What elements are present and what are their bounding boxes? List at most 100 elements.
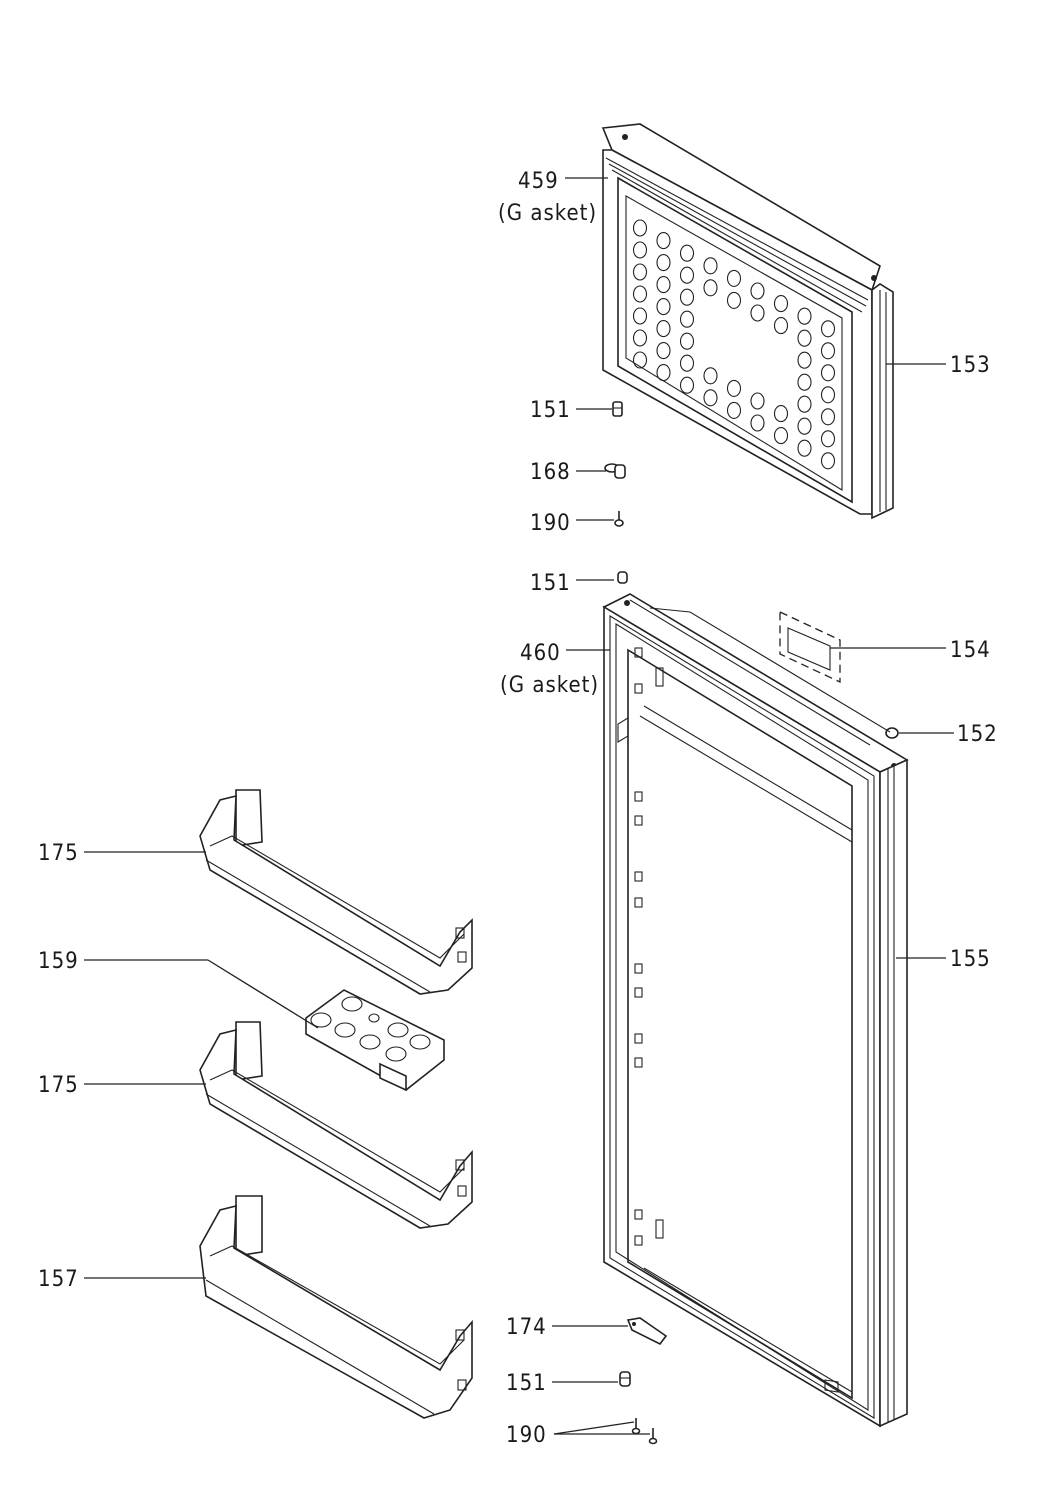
- dimple: [797, 329, 812, 347]
- dimple: [797, 417, 812, 435]
- door-slot: [634, 871, 643, 882]
- door-slot: [634, 1209, 643, 1220]
- label-190-bottom: 190: [506, 1423, 547, 1448]
- door-slot: [634, 963, 643, 974]
- dimple: [773, 427, 789, 445]
- door-slot: [634, 1033, 643, 1044]
- dimple: [632, 219, 648, 237]
- dimple: [632, 263, 648, 281]
- label-151-top: 151: [530, 398, 571, 423]
- freezer-door: [601, 123, 894, 520]
- egg-hole: [341, 996, 363, 1012]
- dimple: [679, 354, 695, 372]
- label-154: 154: [950, 638, 991, 663]
- dimple: [750, 392, 765, 410]
- egg-tray: [84, 959, 445, 1092]
- dimple: [632, 307, 648, 325]
- dimple: [679, 310, 695, 328]
- balcony-middle: [84, 1021, 473, 1229]
- bottle-shelf: [84, 1195, 473, 1419]
- dimple: [726, 269, 742, 287]
- dimple: [679, 332, 695, 350]
- dimple: [750, 282, 765, 300]
- dimple: [703, 367, 718, 385]
- egg-hole: [310, 1012, 332, 1028]
- dimple: [797, 351, 812, 369]
- screws-bottom: [553, 1418, 658, 1445]
- label-460: 460: [520, 641, 561, 666]
- hinge-pin: [576, 463, 626, 479]
- dimple: [679, 244, 695, 262]
- dimple: [656, 342, 671, 360]
- door-slot: [634, 791, 643, 802]
- dimple: [726, 401, 742, 419]
- freezer-door-dimples: [632, 219, 836, 470]
- label-157: 157: [38, 1267, 79, 1292]
- door-slot: [634, 1057, 643, 1068]
- dimple: [703, 279, 718, 297]
- bottom-bracket: [552, 1317, 668, 1346]
- dimple: [632, 285, 648, 303]
- dimple: [703, 389, 718, 407]
- door-slot: [634, 815, 643, 826]
- dimple: [656, 364, 671, 382]
- dimple: [820, 408, 836, 426]
- dimple: [797, 307, 812, 325]
- egg-hole: [368, 1013, 380, 1023]
- hinge-bushing-top: [576, 401, 623, 417]
- egg-hole: [334, 1022, 356, 1038]
- label-190-top: 190: [530, 511, 571, 536]
- dimple: [820, 430, 836, 448]
- dimple: [656, 254, 671, 272]
- dimple: [656, 320, 671, 338]
- dimple: [820, 320, 836, 338]
- label-174: 174: [506, 1315, 547, 1340]
- label-175-upper: 175: [38, 841, 79, 866]
- dimple: [656, 276, 671, 294]
- label-159: 159: [38, 949, 79, 974]
- door-slot: [634, 1235, 643, 1246]
- label-175-middle: 175: [38, 1073, 79, 1098]
- label-459-note: (G asket): [498, 201, 597, 226]
- dimple: [773, 405, 789, 423]
- dimple: [820, 452, 836, 470]
- dimple: [820, 364, 836, 382]
- dimple: [773, 295, 789, 313]
- label-151-mid: 151: [530, 571, 571, 596]
- balcony-upper: [84, 789, 473, 995]
- dimple: [656, 298, 671, 316]
- dimple: [632, 351, 648, 369]
- dimple: [679, 288, 695, 306]
- dimple: [820, 386, 836, 404]
- egg-hole: [385, 1046, 407, 1062]
- door-slot: [634, 647, 643, 658]
- dimple: [679, 266, 695, 284]
- dimple: [726, 291, 742, 309]
- label-155: 155: [950, 947, 991, 972]
- bushing-bottom: [552, 1371, 631, 1387]
- dimple: [797, 439, 812, 457]
- egg-hole: [409, 1034, 431, 1050]
- dimple: [632, 329, 648, 347]
- label-153: 153: [950, 353, 991, 378]
- label-460-note: (G asket): [500, 673, 599, 698]
- dimple: [632, 241, 648, 259]
- label-151-bottom: 151: [506, 1371, 547, 1396]
- bushing-fridge-top: [576, 571, 628, 584]
- dimple: [820, 342, 836, 360]
- dimple: [703, 257, 718, 275]
- screw-top: [576, 511, 624, 527]
- dimple: [679, 376, 695, 394]
- cap: [885, 727, 954, 739]
- label-plate: [779, 610, 946, 684]
- dimple: [750, 304, 765, 322]
- dimple: [726, 379, 742, 397]
- door-slot: [634, 897, 643, 908]
- door-slot: [634, 987, 643, 998]
- dimple: [773, 317, 789, 335]
- fridge-door-slots: [634, 647, 643, 1246]
- label-459: 459: [518, 169, 559, 194]
- door-slot: [634, 683, 643, 694]
- label-152: 152: [957, 722, 998, 747]
